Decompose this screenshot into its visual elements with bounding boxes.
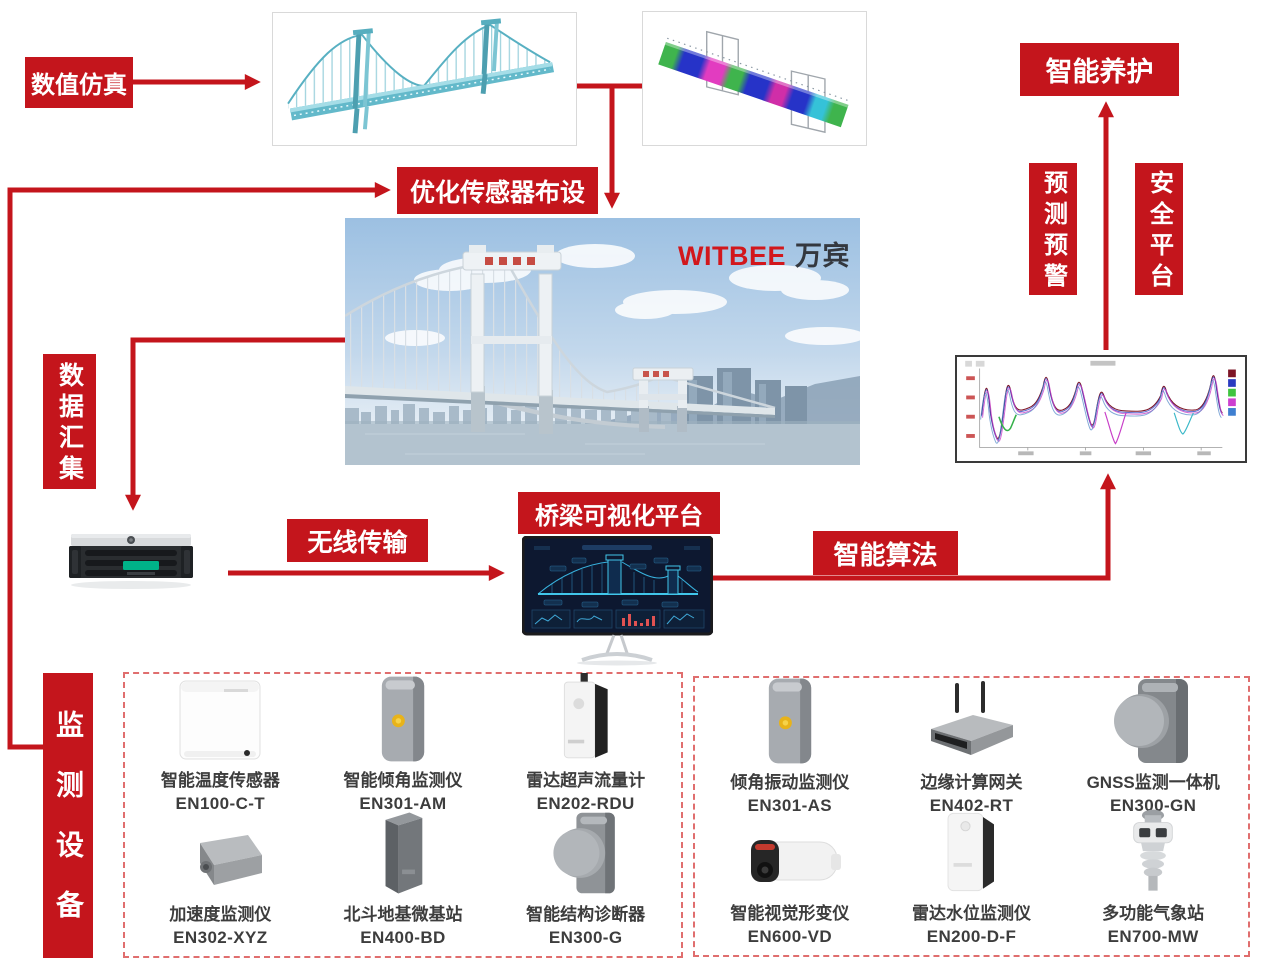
vision-camera-icon (735, 826, 845, 898)
device-card: 北斗地基微基站 EN400-BD (312, 812, 495, 950)
device-name: GNSS监测一体机 (1086, 772, 1220, 792)
device-model: EN200-D-F (926, 927, 1017, 947)
device-card: 智能倾角监测仪 EN301-AM (312, 676, 495, 816)
device-model: EN402-RT (929, 795, 1014, 815)
device-model: EN202-RDU (536, 794, 635, 814)
structure-diagnoser-icon (546, 807, 626, 899)
witbee-logo-text: WITBEE (678, 241, 786, 271)
device-group-left: 智能温度传感器 EN100-C-T 智能倾角监测仪 EN301-AM 雷达超声流… (123, 672, 683, 958)
bridge-fe-model-figure (272, 12, 577, 146)
edge-gateway-icon (911, 679, 1031, 767)
accelerometer-icon (170, 829, 270, 899)
label-safety-platform: 安全平台 (1135, 163, 1183, 295)
tilt-vibration-monitor-icon (759, 675, 821, 767)
weather-station-icon (1118, 806, 1188, 898)
arrow-photo-to-server (125, 337, 350, 511)
device-card: 多功能气象站 EN700-MW (1062, 809, 1244, 950)
gnss-monitor-icon (1112, 675, 1194, 767)
server-figure (65, 528, 197, 590)
device-model: EN400-BD (360, 928, 446, 948)
device-model: EN301-AM (359, 794, 447, 814)
device-name: 智能温度传感器 (160, 771, 280, 791)
device-card: GNSS监测一体机 EN300-GN (1062, 678, 1244, 818)
device-name: 加速度监测仪 (169, 905, 272, 925)
device-name: 北斗地基微基站 (343, 905, 463, 925)
device-card: 雷达超声流量计 EN202-RDU (494, 673, 677, 816)
device-name: 倾角振动监测仪 (730, 772, 850, 792)
device-model: EN300-G (548, 928, 623, 948)
label-wireless-transmission: 无线传输 (287, 519, 428, 562)
label-prediction-warning: 预测预警 (1029, 163, 1077, 295)
mode-shape-figure (642, 11, 867, 146)
device-model: EN302-XYZ (173, 928, 268, 948)
device-model: EN300-GN (1109, 795, 1197, 815)
label-data-aggregation: 数据汇集 (43, 354, 96, 489)
device-model: EN600-VD (747, 927, 833, 947)
frf-legend (1228, 369, 1236, 416)
witbee-watermark: WITBEE 万宾 (678, 234, 850, 273)
device-card: 智能结构诊断器 EN300-G (494, 812, 677, 950)
device-card: 智能视觉形变仪 EN600-VD (699, 818, 881, 950)
label-bridge-visualization-platform: 桥梁可视化平台 (518, 492, 720, 534)
water-level-radar-icon (938, 806, 1004, 898)
device-name: 雷达超声流量计 (526, 771, 646, 791)
device-name: 智能视觉形变仪 (730, 904, 850, 924)
device-name: 边缘计算网关 (920, 772, 1023, 792)
witbee-logo-cn-text: 万宾 (795, 241, 850, 271)
label-intelligent-algorithm: 智能算法 (813, 531, 958, 575)
beidou-base-station-icon (368, 807, 438, 899)
label-numerical-simulation: 数值仿真 (25, 57, 133, 108)
device-card: 加速度监测仪 EN302-XYZ (129, 816, 312, 950)
device-model: EN100-C-T (175, 794, 266, 814)
temperature-sensor-icon (174, 677, 266, 765)
label-optimize-sensor-layout: 优化传感器布设 (397, 167, 598, 214)
device-name: 智能结构诊断器 (526, 905, 646, 925)
device-group-right: 倾角振动监测仪 EN301-AS 边缘计算网关 EN402-RT GNSS监测一… (693, 676, 1250, 957)
radar-flow-meter-icon (556, 673, 616, 765)
device-model: EN700-MW (1107, 927, 1199, 947)
label-intelligent-maintenance: 智能养护 (1020, 43, 1179, 96)
bridge-photo-figure: WITBEE 万宾 (345, 218, 860, 465)
device-name: 多功能气象站 (1102, 904, 1205, 924)
device-card: 智能温度传感器 EN100-C-T (129, 680, 312, 816)
device-name: 雷达水位监测仪 (911, 904, 1031, 924)
device-card: 边缘计算网关 EN402-RT (881, 680, 1063, 818)
device-card: 倾角振动监测仪 EN301-AS (699, 678, 881, 818)
device-name: 智能倾角监测仪 (343, 771, 463, 791)
device-card: 雷达水位监测仪 EN200-D-F (881, 813, 1063, 950)
tilt-monitor-icon (372, 673, 434, 765)
monitor-figure (522, 536, 713, 666)
label-monitoring-equipment: 监测设备 (43, 673, 93, 958)
frf-chart-figure (955, 355, 1247, 463)
device-model: EN301-AS (747, 795, 833, 815)
